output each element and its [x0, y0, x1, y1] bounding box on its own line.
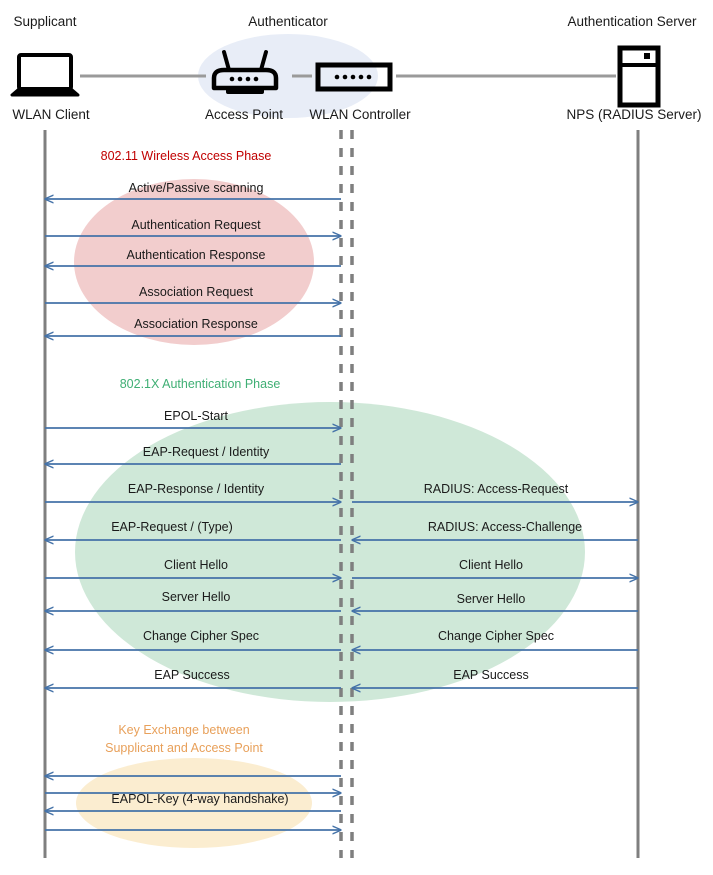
actor-device-wlan-client: WLAN Client	[12, 107, 90, 122]
actor-device-access-point: Access Point	[204, 107, 284, 122]
authenticator-halo	[198, 34, 378, 118]
message-label: Change Cipher Spec	[437, 629, 555, 643]
phase-ellipse-key-exchange	[76, 758, 312, 848]
phase-title-key-exchange-line-0: Key Exchange between	[118, 723, 250, 737]
phase-ellipse-802-1x	[75, 402, 585, 702]
network-switch-icon	[315, 62, 393, 92]
message-label: EAP-Request / (Type)	[111, 520, 233, 534]
message-label: Change Cipher Spec	[142, 629, 260, 643]
message-label: EAP-Response / Identity	[127, 482, 265, 496]
actor-role-authenticator: Authenticator	[248, 14, 328, 29]
message-label: Authentication Response	[126, 248, 266, 262]
phase-title-802-1x-line-0: 802.1X Authentication Phase	[119, 377, 281, 391]
message-label: Association Response	[134, 317, 258, 331]
message-label: Authentication Request	[131, 218, 261, 232]
message-label: Client Hello	[459, 558, 523, 572]
message-label: EAPOL-Key (4-way handshake)	[111, 792, 289, 806]
phase-title-802-1x: 802.1X Authentication Phase	[120, 375, 281, 393]
message-label: EAP Success	[453, 668, 529, 682]
message-label: RADIUS: Access-Challenge	[427, 520, 583, 534]
actor-role-auth-server: Authentication Server	[567, 14, 697, 29]
phase-title-802-11: 802.11 Wireless Access Phase	[101, 147, 272, 165]
actor-role-supplicant: Supplicant	[13, 14, 77, 29]
server-rack-icon	[617, 45, 661, 108]
message-arrow-group	[45, 199, 638, 830]
actor-device-wlan-controller: WLAN Controller	[309, 107, 411, 122]
actor-device-nps-radius: NPS (RADIUS Server)	[566, 107, 702, 122]
message-label: RADIUS: Access-Request	[423, 482, 569, 496]
message-label: EAP Success	[154, 668, 230, 682]
message-label: Server Hello	[456, 592, 526, 606]
wireless-router-icon	[211, 50, 279, 94]
message-label: Client Hello	[164, 558, 228, 572]
message-label: Server Hello	[161, 590, 231, 604]
phase-title-802-11-line-0: 802.11 Wireless Access Phase	[100, 149, 272, 163]
message-label: EPOL-Start	[164, 409, 228, 423]
message-label: EAP-Request / Identity	[142, 445, 270, 459]
message-label: Active/Passive scanning	[128, 181, 264, 195]
laptop-icon	[10, 53, 80, 97]
message-label: Association Request	[139, 285, 253, 299]
phase-title-key-exchange-line-1: Supplicant and Access Point	[105, 741, 263, 755]
